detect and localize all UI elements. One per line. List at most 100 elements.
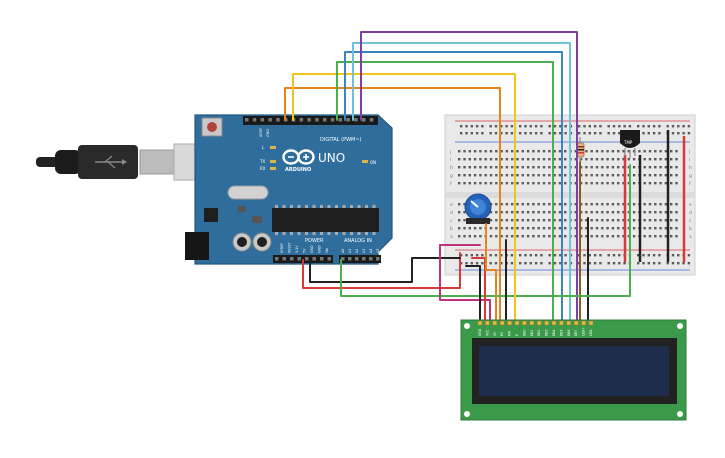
breadboard-hole[interactable]: [489, 262, 492, 265]
breadboard-hole[interactable]: [526, 150, 530, 153]
breadboard-hole[interactable]: [687, 132, 691, 135]
breadboard-hole[interactable]: [606, 203, 609, 206]
breadboard-hole[interactable]: [558, 174, 562, 177]
breadboard-hole[interactable]: [574, 174, 577, 177]
breadboard-hole[interactable]: [548, 174, 551, 177]
breadboard-hole[interactable]: [671, 254, 675, 257]
breadboard-hole[interactable]: [465, 262, 468, 265]
breadboard-hole[interactable]: [548, 203, 551, 206]
breadboard-hole[interactable]: [617, 158, 620, 161]
lcd-header-pin[interactable]: [529, 320, 535, 326]
breadboard-hole[interactable]: [553, 174, 556, 177]
breadboard-hole[interactable]: [473, 158, 477, 161]
breadboard-hole[interactable]: [542, 235, 546, 238]
breadboard-hole[interactable]: [500, 166, 503, 169]
breadboard-hole[interactable]: [659, 182, 662, 185]
breadboard-hole[interactable]: [564, 235, 567, 238]
breadboard-hole[interactable]: [677, 262, 680, 265]
breadboard-hole[interactable]: [505, 227, 509, 230]
breadboard-hole[interactable]: [529, 254, 532, 257]
breadboard-hole[interactable]: [671, 262, 675, 265]
breadboard-hole[interactable]: [617, 166, 620, 169]
breadboard-hole[interactable]: [516, 203, 519, 206]
breadboard-hole[interactable]: [574, 235, 577, 238]
breadboard-hole[interactable]: [468, 166, 471, 169]
breadboard-hole[interactable]: [465, 132, 468, 135]
breadboard-hole[interactable]: [574, 166, 577, 169]
breadboard-hole[interactable]: [590, 211, 593, 214]
breadboard-hole[interactable]: [495, 219, 498, 222]
breadboard-hole[interactable]: [553, 254, 557, 257]
breadboard-hole[interactable]: [465, 125, 468, 128]
breadboard-hole[interactable]: [468, 182, 471, 185]
breadboard-hole[interactable]: [505, 211, 509, 214]
breadboard-hole[interactable]: [524, 262, 527, 265]
breadboard-hole[interactable]: [622, 227, 625, 230]
breadboard-hole[interactable]: [521, 174, 524, 177]
breadboard-hole[interactable]: [617, 219, 620, 222]
breadboard-hole[interactable]: [470, 254, 473, 257]
breadboard-hole[interactable]: [627, 203, 630, 206]
breadboard-hole[interactable]: [627, 182, 630, 185]
breadboard-hole[interactable]: [460, 125, 463, 128]
breadboard-hole[interactable]: [648, 174, 652, 177]
breadboard-hole[interactable]: [590, 219, 593, 222]
breadboard-hole[interactable]: [564, 125, 567, 128]
breadboard-hole[interactable]: [489, 174, 493, 177]
header-pin-hole[interactable]: [307, 118, 311, 122]
breadboard-hole[interactable]: [458, 182, 461, 185]
breadboard-hole[interactable]: [670, 203, 673, 206]
breadboard-hole[interactable]: [470, 262, 473, 265]
breadboard-hole[interactable]: [526, 203, 530, 206]
breadboard-hole[interactable]: [516, 235, 519, 238]
breadboard-hole[interactable]: [489, 182, 493, 185]
breadboard-hole[interactable]: [579, 211, 583, 214]
breadboard-hole[interactable]: [479, 235, 482, 238]
breadboard-hole[interactable]: [532, 166, 535, 169]
breadboard-hole[interactable]: [489, 219, 493, 222]
header-pin-hole[interactable]: [315, 118, 319, 122]
breadboard-hole[interactable]: [670, 150, 673, 153]
breadboard-hole[interactable]: [510, 262, 514, 265]
breadboard-hole[interactable]: [617, 174, 620, 177]
breadboard-hole[interactable]: [574, 211, 577, 214]
breadboard-hole[interactable]: [468, 227, 471, 230]
breadboard-hole[interactable]: [617, 235, 620, 238]
breadboard-hole[interactable]: [521, 166, 524, 169]
breadboard-hole[interactable]: [473, 174, 477, 177]
breadboard-hole[interactable]: [553, 219, 556, 222]
breadboard-hole[interactable]: [558, 166, 562, 169]
breadboard-hole[interactable]: [532, 219, 535, 222]
breadboard-hole[interactable]: [599, 132, 602, 135]
breadboard-hole[interactable]: [627, 211, 630, 214]
breadboard-hole[interactable]: [579, 174, 583, 177]
header-pin-hole[interactable]: [275, 257, 279, 261]
breadboard-hole[interactable]: [495, 211, 498, 214]
breadboard-hole[interactable]: [458, 235, 461, 238]
breadboard-hole[interactable]: [677, 132, 680, 135]
breadboard-hole[interactable]: [494, 132, 498, 135]
breadboard-hole[interactable]: [564, 158, 567, 161]
breadboard-hole[interactable]: [585, 219, 588, 222]
breadboard-hole[interactable]: [458, 227, 461, 230]
breadboard-hole[interactable]: [670, 219, 673, 222]
breadboard-hole[interactable]: [606, 158, 609, 161]
breadboard-hole[interactable]: [632, 174, 636, 177]
breadboard-hole[interactable]: [632, 203, 636, 206]
breadboard-hole[interactable]: [627, 235, 630, 238]
breadboard-hole[interactable]: [505, 174, 509, 177]
breadboard-hole[interactable]: [593, 262, 597, 265]
breadboard-hole[interactable]: [611, 235, 615, 238]
breadboard-hole[interactable]: [647, 132, 650, 135]
breadboard-hole[interactable]: [500, 158, 503, 161]
breadboard-hole[interactable]: [505, 166, 509, 169]
breadboard-hole[interactable]: [484, 150, 487, 153]
breadboard-hole[interactable]: [542, 174, 546, 177]
breadboard-hole[interactable]: [463, 174, 466, 177]
breadboard-hole[interactable]: [579, 158, 583, 161]
breadboard-hole[interactable]: [553, 158, 556, 161]
breadboard-hole[interactable]: [495, 166, 498, 169]
breadboard-hole[interactable]: [601, 219, 604, 222]
breadboard-hole[interactable]: [666, 125, 669, 128]
breadboard-hole[interactable]: [632, 211, 636, 214]
